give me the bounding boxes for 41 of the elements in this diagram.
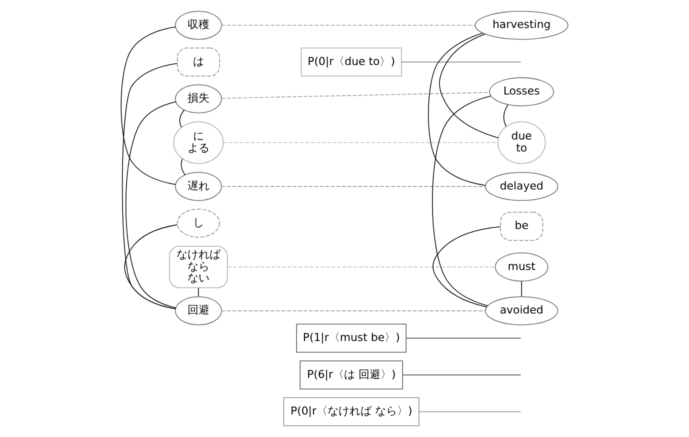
connector	[179, 110, 185, 128]
node-ellipse: 遅れ	[174, 172, 222, 201]
node-ellipse: Losses	[489, 77, 554, 106]
connector	[402, 374, 522, 376]
connector	[503, 104, 508, 127]
node-box: は	[176, 48, 220, 77]
node-ellipse: avoided	[485, 296, 558, 326]
node-box: P(1|r〈must be〉)	[296, 324, 406, 353]
node-ellipse: must	[494, 252, 548, 282]
node-box: P(0|r〈due to〉)	[300, 48, 402, 77]
connector	[220, 92, 490, 99]
node-ellipse: due to	[498, 121, 546, 164]
connector	[521, 280, 522, 297]
node-box: なければ なら ない	[169, 246, 228, 288]
connector	[428, 32, 486, 186]
connector	[198, 288, 199, 297]
node-ellipse: delayed	[485, 172, 558, 201]
connector	[406, 338, 522, 339]
node-ellipse: 損失	[174, 84, 222, 114]
connector	[432, 226, 501, 308]
connector	[220, 186, 486, 187]
node-ellipse: 回避	[174, 296, 222, 326]
connector	[227, 266, 496, 268]
connector	[439, 34, 499, 138]
connector	[418, 411, 522, 412]
node-ellipse: harvesting	[474, 10, 568, 40]
connector	[125, 101, 176, 308]
node-ellipse: 収穫	[174, 10, 222, 40]
node-box: P(0|r〈なければ なら〉)	[283, 397, 420, 426]
connector	[220, 24, 476, 26]
connector	[432, 96, 492, 306]
node-ellipse: し	[176, 208, 220, 238]
connector	[122, 63, 178, 310]
connector	[120, 26, 176, 185]
node-ellipse: に よる	[173, 121, 224, 164]
node-box: P(6|r〈は 回避〉)	[300, 360, 403, 390]
node-box: be	[500, 212, 544, 241]
connector	[124, 224, 178, 310]
connector	[223, 142, 498, 144]
connector	[180, 158, 186, 176]
connector	[220, 310, 486, 312]
